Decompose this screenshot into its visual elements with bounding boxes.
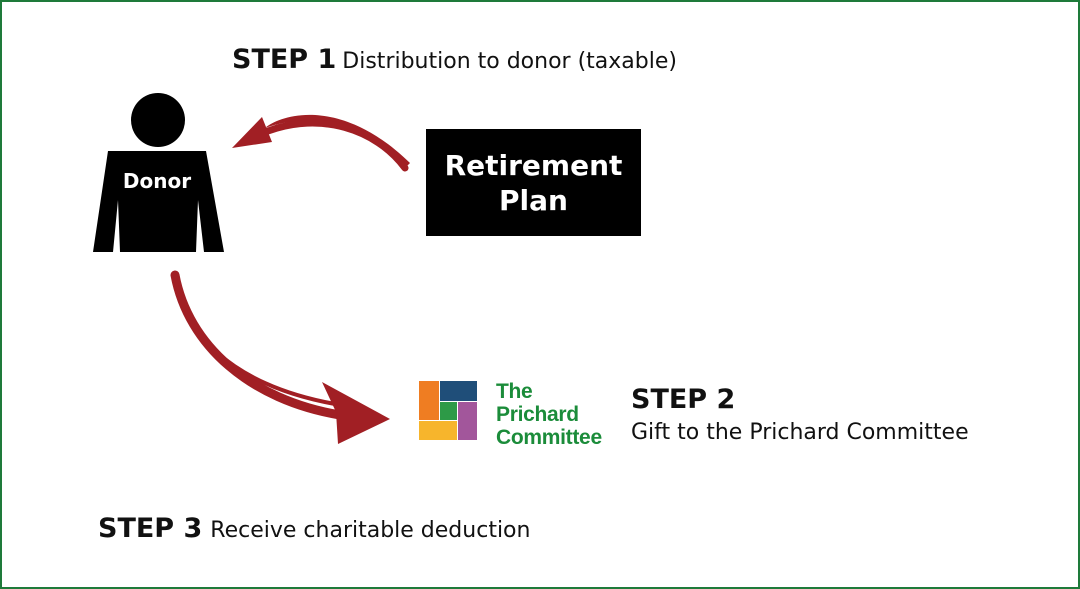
donor-body	[93, 151, 224, 252]
logo-block-navy	[440, 381, 477, 401]
step-3-label: STEP 3	[98, 513, 203, 544]
step-2-label: STEP 2	[631, 384, 736, 415]
step-1-description: Distribution to donor (taxable)	[342, 49, 677, 74]
logo-line-3: Committee	[496, 426, 602, 449]
donor-head	[131, 93, 185, 147]
step-3-description: Receive charitable deduction	[210, 518, 531, 543]
retirement-plan-line2: Plan	[499, 183, 568, 217]
retirement-plan-box: Retirement Plan	[426, 129, 641, 236]
prichard-logo-mark	[419, 381, 477, 440]
arrow-donor-to-committee	[170, 270, 390, 444]
step-2: STEP 2 Gift to the Prichard Committee	[631, 384, 969, 447]
step-3: STEP 3 Receive charitable deduction	[98, 513, 530, 544]
logo-block-purple	[458, 402, 477, 440]
retirement-plan-line1: Retirement	[444, 148, 623, 182]
logo-block-orange	[419, 381, 439, 420]
logo-block-green	[440, 402, 457, 420]
logo-line-2: Prichard	[496, 403, 579, 426]
donor-figure	[93, 93, 224, 252]
step-1-label: STEP 1	[232, 44, 337, 75]
step-2-description: Gift to the Prichard Committee	[631, 420, 969, 446]
prichard-logo-text: The Prichard Committee	[496, 380, 602, 449]
logo-line-1: The	[496, 380, 533, 403]
logo-block-yellow	[419, 421, 457, 440]
donor-label: Donor	[122, 169, 192, 193]
arrow-plan-to-donor	[232, 114, 410, 172]
